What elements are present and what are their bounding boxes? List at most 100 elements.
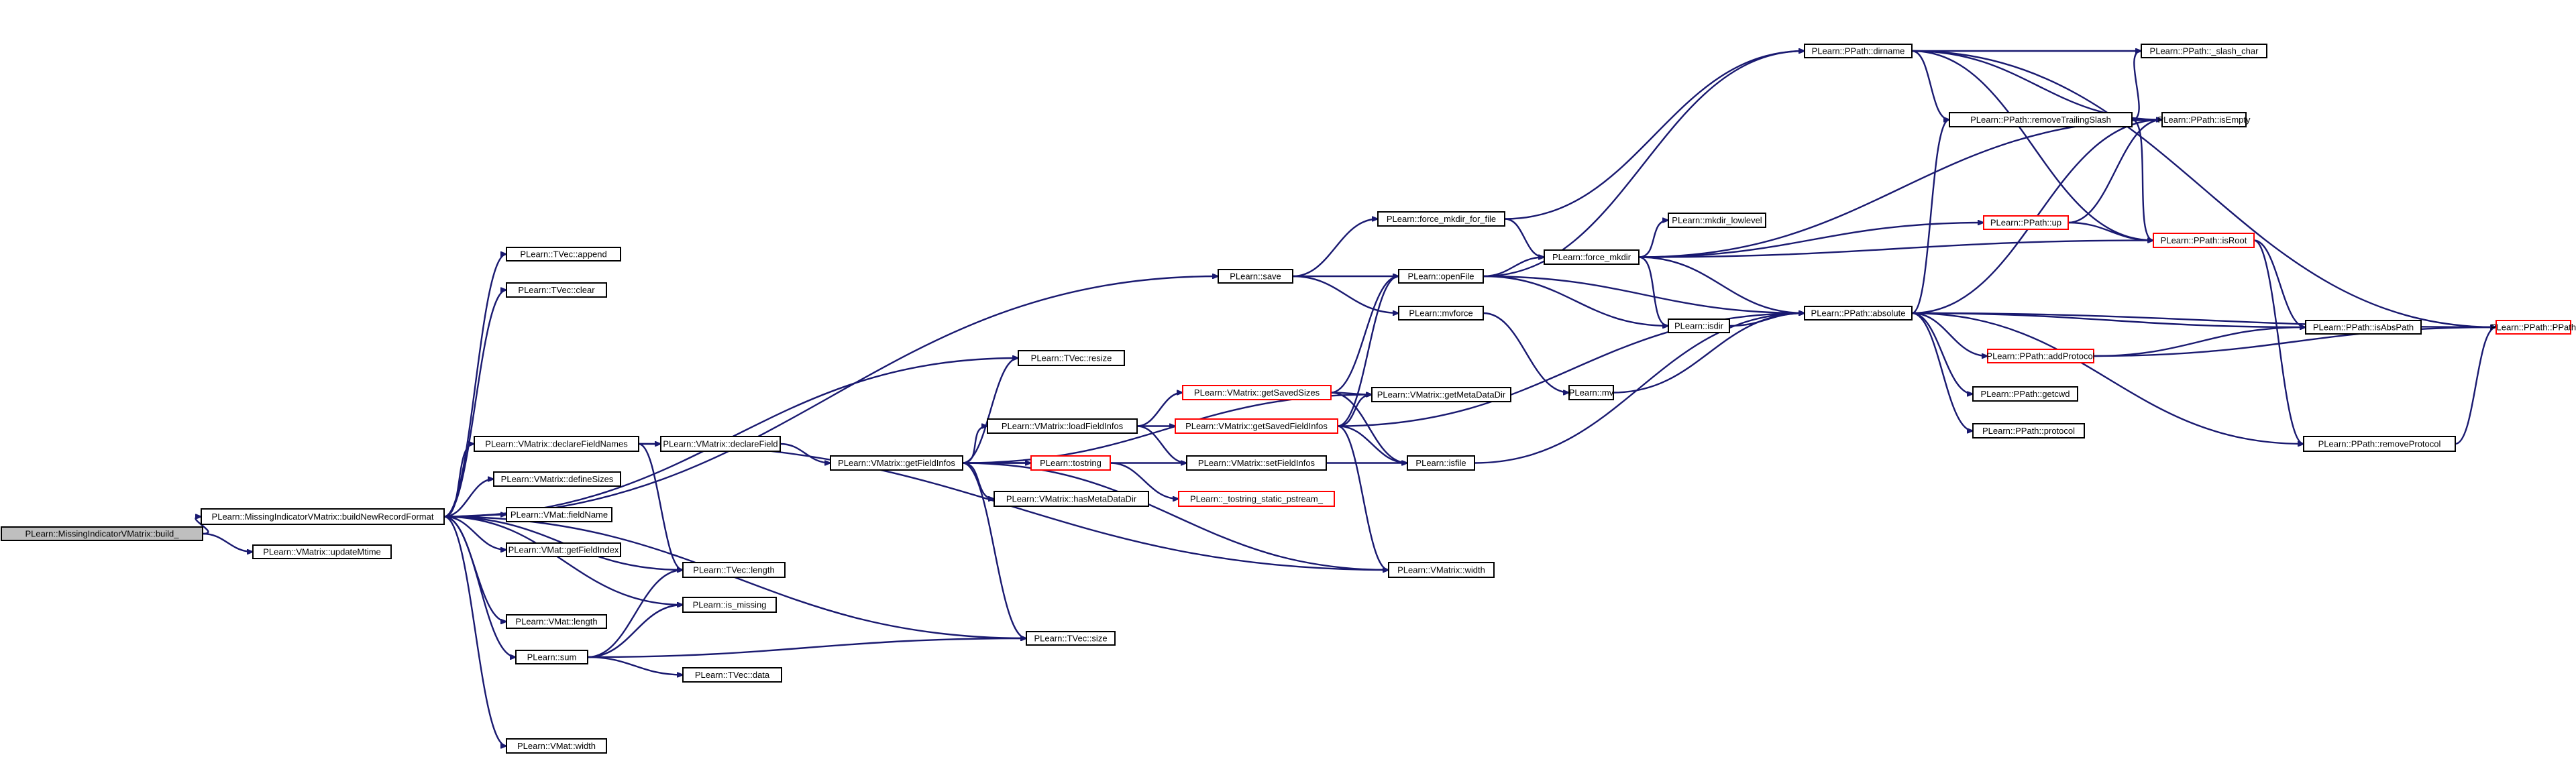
node-fieldName[interactable]: PLearn::VMat::fieldName xyxy=(506,507,612,522)
node-absolute[interactable]: PLearn::PPath::absolute xyxy=(1804,306,1913,320)
node-getSavedFieldInfos[interactable]: PLearn::VMatrix::getSavedFieldInfos xyxy=(1175,418,1338,434)
node-build-box xyxy=(1,526,203,541)
node-slashChar-box xyxy=(2141,44,2267,58)
edge-forceMkdir-to-isRoot xyxy=(1638,241,2153,258)
node-mvforce-label: PLearn::mvforce xyxy=(1409,308,1472,318)
node-isAbsPath-box xyxy=(2305,320,2422,335)
node-addProtocol[interactable]: PLearn::PPath::addProtocol xyxy=(1986,349,2095,363)
node-mv[interactable]: PLearn::mv xyxy=(1568,385,1614,400)
node-getSavedSizes[interactable]: PLearn::VMatrix::getSavedSizes xyxy=(1182,385,1332,400)
edge-tostring-to-tostringStatic xyxy=(1110,462,1179,500)
node-vmatLength[interactable]: PLearn::VMat::length xyxy=(506,614,607,629)
node-sum[interactable]: PLearn::sum xyxy=(515,650,588,664)
node-clear[interactable]: PLearn::TVec::clear xyxy=(506,282,607,298)
node-declareFieldNames[interactable]: PLearn::VMatrix::declareFieldNames xyxy=(474,436,639,452)
node-protocol[interactable]: PLearn::PPath::protocol xyxy=(1972,423,2085,439)
node-vmatrixWidth[interactable]: PLearn::VMatrix::width xyxy=(1388,562,1495,578)
edge-getSavedFieldInfos-to-getMetaDataDir xyxy=(1337,395,1372,427)
edge-removeTrailingSlash-to-isRoot xyxy=(2131,119,2153,241)
edge-absolute-to-removeTrailingSlash xyxy=(1911,120,1949,314)
node-getMetaDataDir-label: PLearn::VMatrix::getMetaDataDir xyxy=(1377,390,1506,400)
node-resize[interactable]: PLearn::TVec::resize xyxy=(1018,350,1125,366)
node-dirname-label: PLearn::PPath::dirname xyxy=(1812,46,1905,56)
node-isEmpty[interactable]: PLearn::PPath::isEmpty xyxy=(2157,112,2251,127)
node-dirname-box xyxy=(1804,44,1913,58)
node-append-label: PLearn::TVec::append xyxy=(520,249,606,259)
edge-declareField-to-getFieldInfos xyxy=(780,443,830,463)
node-vmatWidth-label: PLearn::VMat::width xyxy=(517,741,596,751)
edge-openFile-to-absolute xyxy=(1483,275,1805,313)
node-forceMkdirForFile[interactable]: PLearn::force_mkdir_for_file xyxy=(1377,211,1505,227)
node-isEmpty-box xyxy=(2161,112,2247,127)
node-getFieldIndex[interactable]: PLearn::VMat::getFieldIndex xyxy=(506,542,621,557)
node-defineSizes-label: PLearn::VMatrix::defineSizes xyxy=(501,474,614,484)
node-updateMtime[interactable]: PLearn::VMatrix::updateMtime xyxy=(252,544,392,559)
node-getSavedFieldInfos-box xyxy=(1175,418,1338,434)
node-forceMkdir-label: PLearn::force_mkdir xyxy=(1552,252,1631,262)
node-save[interactable]: PLearn::save xyxy=(1218,269,1293,284)
node-tvecData[interactable]: PLearn::TVec::data xyxy=(682,667,782,683)
edge-forceMkdir-to-isdir xyxy=(1638,256,1668,327)
node-removeTrailingSlash[interactable]: PLearn::PPath::removeTrailingSlash xyxy=(1949,112,2133,127)
node-isRoot-label: PLearn::PPath::isRoot xyxy=(2161,235,2247,245)
node-isMissing-box xyxy=(682,597,777,613)
node-forceMkdir[interactable]: PLearn::force_mkdir xyxy=(1544,249,1640,265)
node-getFieldInfos[interactable]: PLearn::VMatrix::getFieldInfos xyxy=(830,455,963,471)
edge-isRoot-to-isAbsPath xyxy=(2253,239,2306,328)
node-build[interactable]: PLearn::MissingIndicatorVMatrix::build_ xyxy=(1,526,203,541)
node-getMetaDataDir[interactable]: PLearn::VMatrix::getMetaDataDir xyxy=(1371,387,1511,402)
node-isfile-box xyxy=(1407,455,1475,471)
node-forceMkdirForFile-box xyxy=(1377,211,1505,227)
node-save-label: PLearn::save xyxy=(1230,271,1281,281)
node-isRoot[interactable]: PLearn::PPath::isRoot xyxy=(2153,233,2255,248)
node-tvecLength[interactable]: PLearn::TVec::length xyxy=(682,562,786,578)
node-mvforce[interactable]: PLearn::mvforce xyxy=(1398,306,1484,320)
node-removeProtocol[interactable]: PLearn::PPath::removeProtocol xyxy=(2303,436,2456,452)
node-isdir[interactable]: PLearn::isdir xyxy=(1668,318,1730,333)
node-loadFieldInfos[interactable]: PLearn::VMatrix::loadFieldInfos xyxy=(987,418,1138,434)
edge-dirname-to-ppath xyxy=(1911,50,2496,327)
node-openFile[interactable]: PLearn::openFile xyxy=(1398,269,1484,284)
node-tostringStatic-box xyxy=(1178,491,1335,507)
node-tvecSize[interactable]: PLearn::TVec::size xyxy=(1026,631,1116,646)
node-save-box xyxy=(1218,269,1293,284)
node-ppath[interactable]: PLearn::PPath::PPath xyxy=(2491,320,2576,335)
node-defineSizes[interactable]: PLearn::VMatrix::defineSizes xyxy=(493,471,621,487)
edge-getSavedSizes-to-isfile xyxy=(1330,392,1407,463)
edge-forceMkdir-to-isEmpty xyxy=(1638,120,2162,258)
node-buildNew-box xyxy=(201,508,445,525)
node-mkdirLowlevel-label: PLearn::mkdir_lowlevel xyxy=(1672,215,1762,225)
node-tostringStatic[interactable]: PLearn::_tostring_static_pstream_ xyxy=(1178,491,1335,507)
node-tvecSize-label: PLearn::TVec::size xyxy=(1034,633,1107,643)
node-declareField[interactable]: PLearn::VMatrix::declareField xyxy=(660,436,781,452)
node-isAbsPath[interactable]: PLearn::PPath::isAbsPath xyxy=(2305,320,2422,335)
node-vmatWidth[interactable]: PLearn::VMat::width xyxy=(506,738,607,754)
node-getFieldInfos-label: PLearn::VMatrix::getFieldInfos xyxy=(838,458,955,468)
node-slashChar[interactable]: PLearn::PPath::_slash_char xyxy=(2141,44,2267,58)
node-up[interactable]: PLearn::PPath::up xyxy=(1983,215,2069,230)
edge-up-to-isEmpty xyxy=(2068,120,2162,224)
node-tostring[interactable]: PLearn::tostring xyxy=(1030,455,1111,471)
node-isfile[interactable]: PLearn::isfile xyxy=(1407,455,1475,471)
edge-forceMkdir-to-mkdirLowlevel xyxy=(1638,221,1668,258)
edge-buildNew-to-declareFieldNames xyxy=(443,444,474,518)
edge-buildNew-to-sum xyxy=(443,516,516,658)
node-isMissing[interactable]: PLearn::is_missing xyxy=(682,597,777,613)
edge-buildNew-to-getFieldIndex xyxy=(443,516,506,550)
node-getcwd[interactable]: PLearn::PPath::getcwd xyxy=(1972,386,2078,402)
node-absolute-label: PLearn::PPath::absolute xyxy=(1811,308,1906,318)
node-setFieldInfos[interactable]: PLearn::VMatrix::setFieldInfos xyxy=(1186,455,1327,471)
node-tvecData-box xyxy=(682,667,782,683)
node-forceMkdir-box xyxy=(1544,249,1640,265)
node-append[interactable]: PLearn::TVec::append xyxy=(506,247,621,261)
edge-addProtocol-to-isAbsPath xyxy=(2093,327,2306,357)
node-getFieldIndex-label: PLearn::VMat::getFieldIndex xyxy=(508,544,619,554)
node-dirname[interactable]: PLearn::PPath::dirname xyxy=(1804,44,1913,58)
node-mkdirLowlevel[interactable]: PLearn::mkdir_lowlevel xyxy=(1668,213,1766,228)
node-sum-label: PLearn::sum xyxy=(527,652,577,662)
edge-buildNew-to-save xyxy=(443,276,1218,518)
node-hasMetaDataDir[interactable]: PLearn::VMatrix::hasMetaDataDir xyxy=(994,491,1149,507)
node-buildNew[interactable]: PLearn::MissingIndicatorVMatrix::buildNe… xyxy=(201,508,445,525)
node-declareFieldNames-label: PLearn::VMatrix::declareFieldNames xyxy=(485,439,628,449)
edge-loadFieldInfos-to-setFieldInfos xyxy=(1136,425,1187,463)
